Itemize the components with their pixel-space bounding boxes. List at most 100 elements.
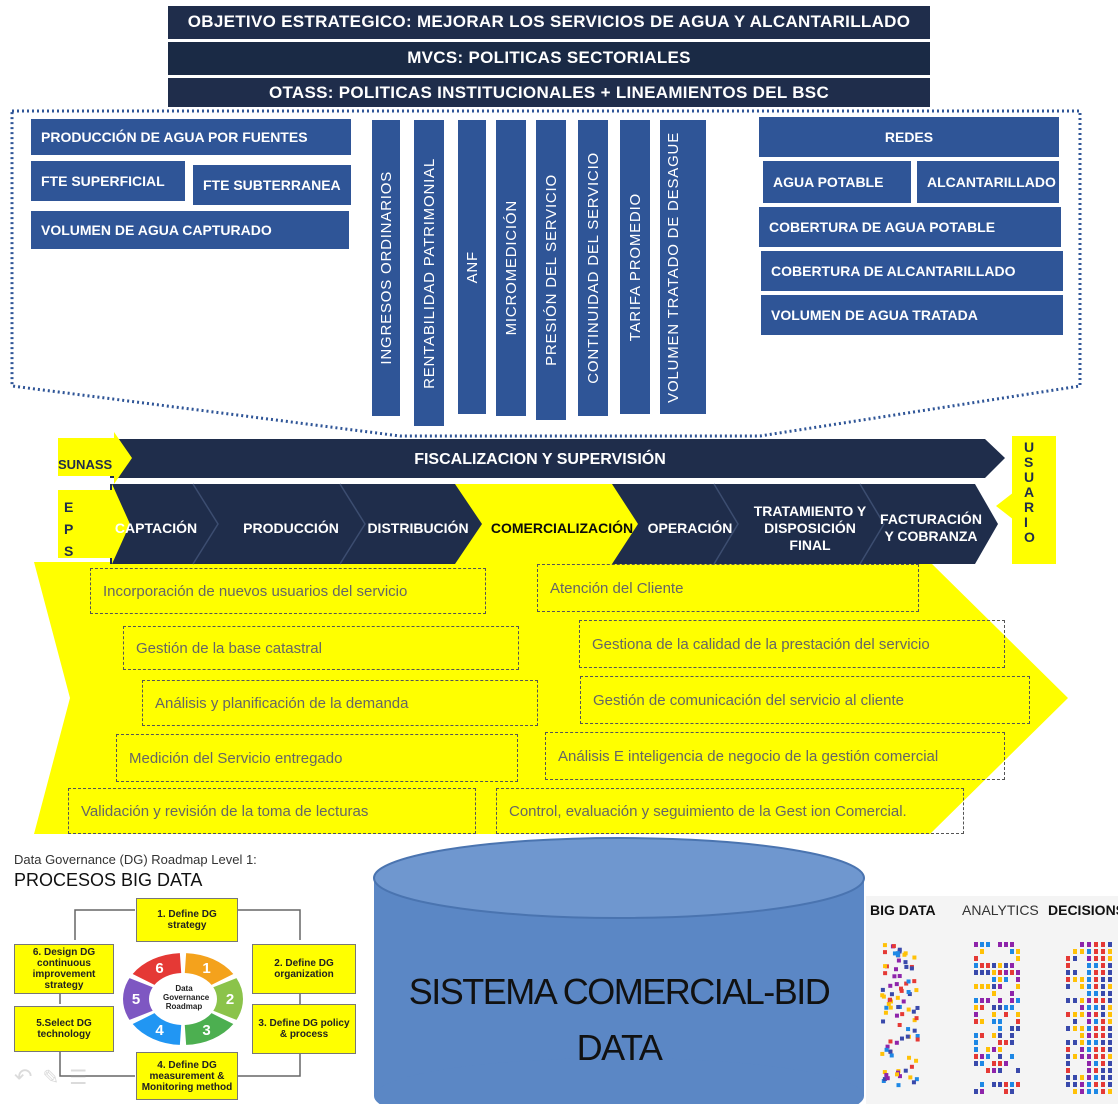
bigdata-dot	[889, 992, 894, 997]
analytics-dot	[998, 1019, 1002, 1024]
back-arrow-icon: ↶	[14, 1064, 33, 1089]
analytics-dot	[992, 1047, 996, 1052]
decisions-dot	[1087, 977, 1091, 982]
analytics-dot	[1016, 970, 1020, 975]
decisions-dot	[1108, 963, 1112, 968]
analytics-dot	[998, 998, 1002, 1003]
analytics-dot	[998, 1068, 1002, 1073]
produccion-agua-block: PRODUCCIÓN DE AGUA POR FUENTES	[30, 118, 352, 156]
decisions-dot	[1080, 1005, 1084, 1010]
analytics-dot	[998, 984, 1002, 989]
decisions-dot	[1073, 949, 1077, 954]
bigdata-dot	[888, 983, 893, 988]
analytics-dot	[974, 942, 978, 947]
decisions-dot	[1073, 1089, 1077, 1094]
bigdata-dot	[888, 1049, 893, 1054]
bigdata-dot	[900, 1012, 905, 1017]
analytics-dot	[1004, 1082, 1008, 1087]
dg-center-label: Data Governance Roadmap	[163, 984, 210, 1011]
dotted-callout-outline	[10, 109, 1082, 438]
bigdata-dot	[894, 982, 899, 987]
dg-step-2: 2. Define DG organization	[252, 944, 356, 994]
bigdata-dot	[897, 1022, 902, 1027]
decisions-dot	[1094, 1005, 1098, 1010]
process-shapes	[34, 432, 1068, 834]
decisions-dot	[1087, 1054, 1091, 1059]
analytics-dot	[1010, 963, 1014, 968]
decisions-dot	[1080, 1082, 1084, 1087]
bigdata-dot	[912, 979, 917, 984]
analytics-dot	[1004, 970, 1008, 975]
analytics-dot	[992, 991, 996, 996]
decisions-dot	[1101, 942, 1105, 947]
task-catastral: Gestión de la base catastral	[123, 626, 519, 670]
analytics-dot	[1004, 942, 1008, 947]
decisions-dot	[1101, 1075, 1105, 1080]
decisions-dot	[1087, 1061, 1091, 1066]
dg-ring-number: 5	[132, 991, 140, 1008]
decisions-dot	[1108, 1033, 1112, 1038]
cobertura-alcantarillado-block: COBERTURA DE ALCANTARILLADO	[760, 250, 1064, 292]
fte-superficial-block: FTE SUPERFICIAL	[30, 160, 186, 202]
analytics-dot	[974, 1019, 978, 1024]
step-distribucion: DISTRIBUCIÓN	[367, 519, 469, 536]
analytics-dot	[980, 1054, 984, 1059]
analytics-dot	[992, 1033, 996, 1038]
bigdata-dot	[897, 1074, 902, 1079]
decisions-dot	[1080, 998, 1084, 1003]
decisions-dot	[1108, 949, 1112, 954]
bigdata-dot	[904, 964, 909, 969]
analytics-dot	[992, 1012, 996, 1017]
decisions-dot	[1073, 1019, 1077, 1024]
bigdata-dot	[895, 953, 900, 958]
analytics-dot	[1010, 1026, 1014, 1031]
dg-step-4: 4. Define DG measurement & Monitoring me…	[136, 1052, 238, 1100]
analytics-dot	[992, 1005, 996, 1010]
decisions-dot	[1066, 1061, 1070, 1066]
decisions-dot	[1087, 1019, 1091, 1024]
decisions-dot	[1108, 1026, 1112, 1031]
analytics-dot	[980, 949, 984, 954]
dg-caption: Data Governance (DG) Roadmap Level 1:	[14, 852, 257, 867]
comercializacion-step-bg	[455, 484, 638, 564]
decisions-dot	[1080, 984, 1084, 989]
analytics-dot	[998, 970, 1002, 975]
bigdata-dot	[912, 1028, 917, 1033]
decisions-dot	[1073, 1054, 1077, 1059]
indicator-anf: ANF	[458, 120, 486, 414]
decisions-dot	[1101, 1005, 1105, 1010]
decisions-dot	[1073, 1026, 1077, 1031]
decisions-dot	[1108, 1054, 1112, 1059]
decisions-dot	[1094, 984, 1098, 989]
faded-toolbar: ↶ ✎ ☰	[14, 1062, 134, 1092]
sunass-arrow	[58, 432, 132, 484]
bigdata-dot	[885, 1044, 890, 1049]
decisions-dot	[1080, 1075, 1084, 1080]
analytics-dot	[1010, 949, 1014, 954]
database-cylinder	[373, 837, 865, 1104]
dg-title: PROCESOS BIG DATA	[14, 870, 203, 890]
analytics-dot	[974, 1089, 978, 1094]
dg-ring-number: 3	[202, 1022, 210, 1039]
decisions-dot	[1073, 977, 1077, 982]
decisions-dot	[1073, 1040, 1077, 1045]
analytics-dot	[1016, 998, 1020, 1003]
analytics-dot	[992, 1068, 996, 1073]
decisions-dot	[1073, 998, 1077, 1003]
analytics-dot	[1016, 1068, 1020, 1073]
decisions-dot	[1080, 942, 1084, 947]
analytics-dot	[1004, 1012, 1008, 1017]
analytics-dot	[998, 963, 1002, 968]
decisions-dot	[1108, 1061, 1112, 1066]
usuario-arrow-tip	[996, 492, 1014, 520]
decisions-dot	[1080, 949, 1084, 954]
indicator-continuidad: CONTINUIDAD DEL SERVICIO	[578, 120, 608, 416]
bigdata-dot	[914, 1016, 919, 1021]
analytics-dot	[992, 984, 996, 989]
decisions-dot	[1101, 1019, 1105, 1024]
bigdata-dot	[884, 1005, 889, 1010]
analytics-dot	[986, 998, 990, 1003]
decisions-dot	[1108, 991, 1112, 996]
decisions-dot	[1073, 1082, 1077, 1087]
bigdata-dot	[883, 964, 888, 969]
